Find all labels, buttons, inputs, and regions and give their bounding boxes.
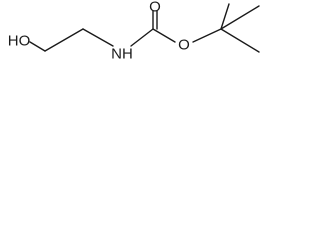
bond-c1-c2: [44, 28, 84, 52]
bond-c2-n: [82, 28, 114, 47]
bond-methyl-right: [220, 5, 260, 30]
bond-methyl-down: [220, 28, 260, 53]
carbonyl-oxygen-label: O: [149, 0, 161, 16]
hydroxyl-label: HO: [8, 33, 31, 50]
bond-methyl-up: [220, 3, 230, 30]
chemical-structure-diagram: HO NH O O: [8, 0, 260, 63]
bond-n-carbonyl-carbon: [130, 28, 154, 47]
amine-label: NH: [111, 46, 133, 63]
bond-o-tert-carbon: [192, 28, 222, 43]
bond-ho-c1: [29, 41, 46, 52]
bond-carbonyl-carbon-o: [152, 28, 176, 43]
bonds: [29, 3, 260, 53]
atom-labels: HO NH O O: [8, 0, 190, 63]
ester-oxygen-label: O: [178, 37, 190, 54]
